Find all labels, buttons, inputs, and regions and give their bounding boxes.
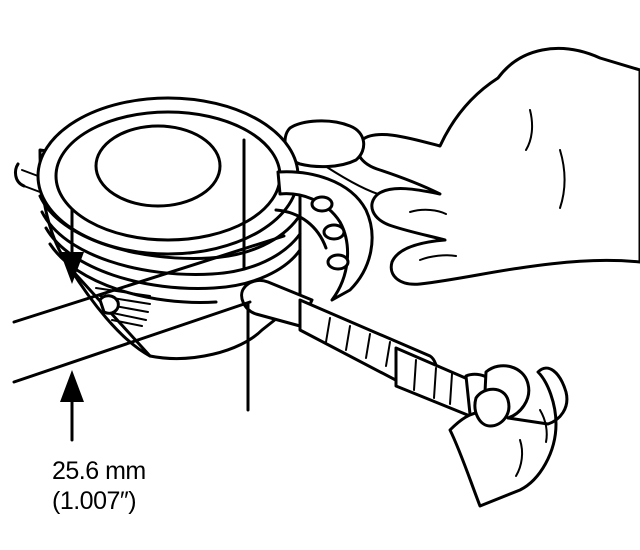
piston: [14, 96, 302, 360]
dimension-lines: [12, 138, 286, 442]
micrometer-spindle: [240, 278, 502, 418]
hand-lower: [448, 364, 569, 508]
micrometer-frame: [274, 170, 374, 302]
hand-upper: [283, 47, 640, 286]
dimension-metric: 25.6 mm: [52, 457, 146, 485]
arrow-down-icon: [60, 252, 84, 284]
dimension-imperial: (1.007″): [52, 487, 137, 515]
arrow-up-icon: [60, 370, 84, 402]
lower-reference-line: [12, 300, 252, 384]
upper-reference-line: [12, 234, 286, 324]
dimension-callout: 25.6 mm (1.007″): [52, 456, 146, 516]
